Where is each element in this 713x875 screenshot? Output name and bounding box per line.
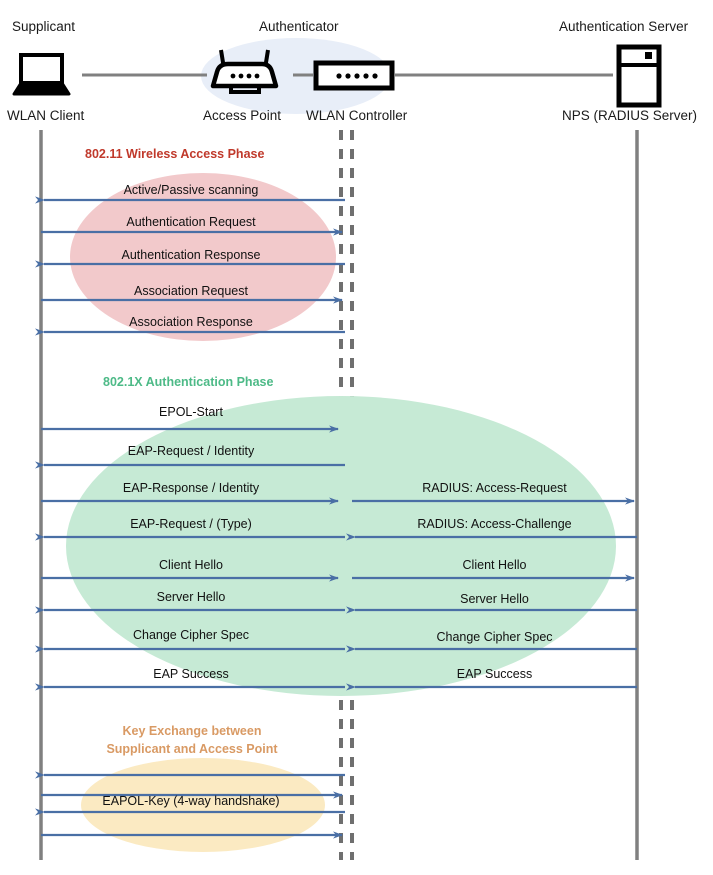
wireless-phase-arrows <box>35 196 345 336</box>
node-label-wlan-client: WLAN Client <box>7 108 85 123</box>
msg-label-radius-access-challenge: RADIUS: Access-Challenge <box>417 517 572 531</box>
laptop-icon <box>12 53 71 96</box>
key-exchange-arrows <box>35 771 345 839</box>
phase-title-wireless-access: 802.11 Wireless Access Phase <box>85 147 265 161</box>
msg-label-change-cipher-spec-right: Change Cipher Spec <box>436 630 553 644</box>
dot1x-phase-arrows-right <box>346 497 637 691</box>
msg-label-eap-success-left: EAP Success <box>153 667 229 681</box>
wlan-controller-icon <box>313 60 395 91</box>
phase-title-key-exchange-line2: Supplicant and Access Point <box>106 742 278 756</box>
msg-label-radius-access-request: RADIUS: Access-Request <box>422 481 567 495</box>
phase-title-dot1x-authentication: 802.1X Authentication Phase <box>103 375 274 389</box>
node-label-nps-radius-server: NPS (RADIUS Server) <box>562 108 698 123</box>
msg-label-authentication-request: Authentication Request <box>126 215 256 229</box>
role-title-supplicant: Supplicant <box>12 19 76 34</box>
dot1x-phase-arrows-left <box>35 425 345 691</box>
dot1x-phase-ellipse <box>66 396 616 696</box>
msg-label-eapol-key-4way-handshake: EAPOL-Key (4-way handshake) <box>102 794 280 808</box>
msg-label-eap-success-right: EAP Success <box>456 667 533 681</box>
phase-title-key-exchange-line1: Key Exchange between <box>122 724 262 738</box>
wireless-access-point-icon <box>210 49 279 94</box>
key-exchange-phase-ellipse <box>81 758 325 852</box>
msg-label-client-hello-right: Client Hello <box>462 558 527 572</box>
role-title-authentication-server: Authentication Server <box>559 19 689 34</box>
msg-label-association-response: Association Response <box>129 315 253 329</box>
msg-label-eap-request-identity: EAP-Request / Identity <box>127 444 255 458</box>
msg-label-association-request: Association Request <box>134 284 248 298</box>
node-label-access-point: Access Point <box>203 108 282 123</box>
msg-label-authentication-response: Authentication Response <box>121 248 261 262</box>
role-title-authenticator: Authenticator <box>259 19 339 34</box>
msg-label-server-hello-left: Server Hello <box>156 590 226 604</box>
msg-label-epol-start: EPOL-Start <box>159 405 223 419</box>
msg-label-eap-response-identity: EAP-Response / Identity <box>122 481 260 495</box>
msg-label-client-hello-left: Client Hello <box>159 558 223 572</box>
server-rack-icon <box>616 44 662 108</box>
msg-label-active-passive-scanning: Active/Passive scanning <box>123 183 259 197</box>
node-label-wlan-controller: WLAN Controller <box>306 108 408 123</box>
msg-label-change-cipher-spec-left: Change Cipher Spec <box>132 628 250 642</box>
msg-label-server-hello-right: Server Hello <box>460 592 529 606</box>
msg-label-eap-request-type: EAP-Request / (Type) <box>130 517 252 531</box>
phase-title-key-exchange: Key Exchange between Supplicant and Acce… <box>97 722 287 758</box>
